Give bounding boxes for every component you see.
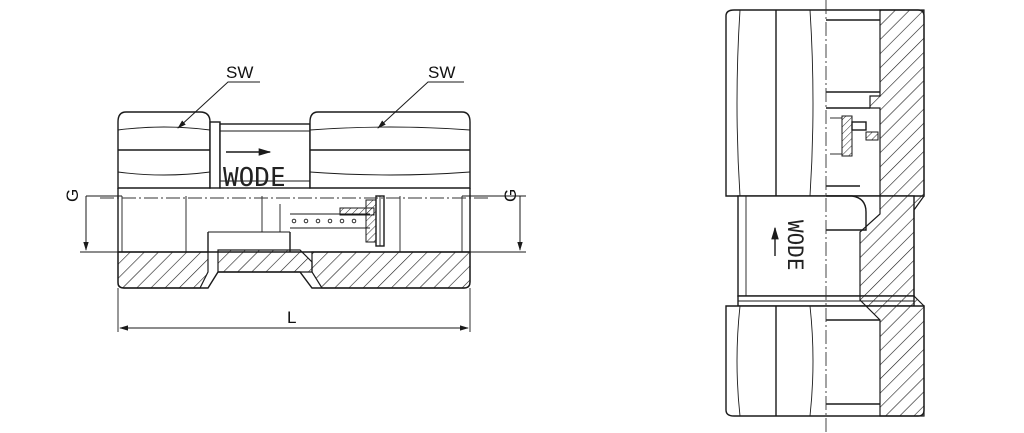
section-hatch-right [311, 251, 471, 289]
brand-text-front: WODE [223, 163, 286, 193]
left-collar [209, 121, 221, 189]
front-view: WODE [63, 63, 526, 332]
sw-leader-left [177, 81, 260, 129]
poppet-guide [365, 199, 377, 243]
sw-label-right: SW [428, 63, 455, 82]
valve-spring [290, 213, 370, 229]
l-label: L [287, 308, 296, 327]
g-label-right: G [501, 189, 520, 202]
sw-label-left: SW [226, 63, 253, 82]
side-view: WODE [725, 0, 925, 433]
brand-text-side: WODE [783, 220, 807, 271]
side-poppet-guide [841, 115, 853, 157]
middle-body [219, 123, 311, 189]
g-label-left: G [63, 189, 82, 202]
sw-leader-right [377, 81, 464, 129]
section-hatch-middle [217, 249, 313, 273]
section-hatch-left [117, 251, 209, 289]
